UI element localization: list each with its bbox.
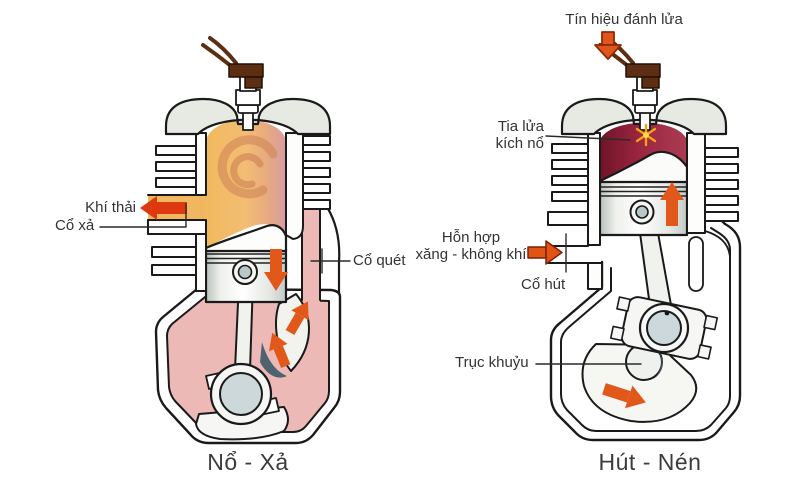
right-piston-crown xyxy=(598,150,689,186)
crankshaft-label: Trục khuỷu xyxy=(455,354,529,371)
spark-label: Tia lửa kích nổ xyxy=(468,118,544,152)
exhaust-gas-label: Khí thải xyxy=(85,199,136,216)
left-bore-wall-right xyxy=(285,132,304,240)
intake-port-lines xyxy=(547,245,589,264)
right-bore-wall-right xyxy=(686,132,706,234)
left-cylinder-head xyxy=(164,97,332,136)
mixture-intake-arrow xyxy=(527,240,563,265)
spark-leader xyxy=(545,135,631,141)
right-cooling-fins-left xyxy=(547,143,589,226)
right-transfer-duct-curve xyxy=(704,230,731,259)
left-engine-caption: Nổ - Xả xyxy=(207,449,289,475)
ignition-signal-arrow xyxy=(594,31,622,60)
right-plug-boot xyxy=(625,63,661,89)
left-cooling-fins-left xyxy=(155,145,197,188)
compressed-mixture xyxy=(600,122,687,182)
exhaust-port-label: Cổ xả xyxy=(55,217,95,234)
left-piston-down-arrow xyxy=(264,249,288,291)
right-engine xyxy=(527,31,742,442)
right-cylinder-head xyxy=(560,97,728,136)
spark-label-line2: kích nổ xyxy=(495,135,544,152)
right-pin-shadow xyxy=(653,349,663,379)
right-wall-below-port xyxy=(587,262,603,290)
right-bigend-bore xyxy=(646,310,682,346)
left-gas-swirl-outer xyxy=(217,135,278,199)
mixture-label-line2: xăng - không khí xyxy=(415,246,527,263)
left-bore-wall-upper xyxy=(195,132,207,196)
scavenge-port-label: Cổ quét xyxy=(353,252,406,269)
right-crankcase-inner-line xyxy=(560,227,731,432)
left-gas-swirl-inner xyxy=(230,153,264,189)
right-bearing-dot xyxy=(664,310,670,316)
left-lower-flange-2 xyxy=(151,264,197,276)
left-rod-shadow xyxy=(260,342,287,378)
left-transfer-channel xyxy=(302,208,320,304)
left-crank-pin xyxy=(219,372,263,416)
left-scavenge-arrow-lower xyxy=(268,332,291,368)
left-plug-boot xyxy=(228,63,264,89)
mixture-label: Hỗn hợp xăng - không khí xyxy=(401,229,541,263)
left-engine xyxy=(99,36,351,445)
ignition-signal-label: Tín hiệu đánh lửa xyxy=(565,11,683,28)
right-engine-caption: Hút - Nén xyxy=(598,449,702,475)
right-bore-wall-left xyxy=(587,132,601,246)
left-piston-crown xyxy=(204,224,288,253)
intake-port-label: Cổ hút xyxy=(521,276,566,293)
exhaust-port-leader xyxy=(99,203,187,228)
right-transfer-duct-slot xyxy=(688,236,704,292)
right-piston-up-arrow xyxy=(660,182,684,226)
right-cooling-fins-right xyxy=(704,147,739,222)
mixture-label-line1: Hỗn hợp xyxy=(441,229,501,246)
spark-label-line1: Tia lửa xyxy=(497,118,544,135)
right-wrist-pin-inner xyxy=(635,205,649,219)
right-crankcase-outline xyxy=(549,214,742,442)
crank-rotation-arrow xyxy=(602,383,646,409)
left-outer-casing-right xyxy=(325,205,341,296)
left-cooling-fins-right xyxy=(302,135,331,210)
left-lower-flange-1 xyxy=(151,246,197,258)
left-scavenge-arrow-upper xyxy=(285,301,309,336)
left-plug-wire xyxy=(201,36,238,68)
scavenge-port-leader xyxy=(310,248,351,274)
left-wrist-pin-inner xyxy=(237,264,253,280)
spark-starburst xyxy=(635,123,657,147)
exhaust-gas-arrow xyxy=(140,196,187,220)
